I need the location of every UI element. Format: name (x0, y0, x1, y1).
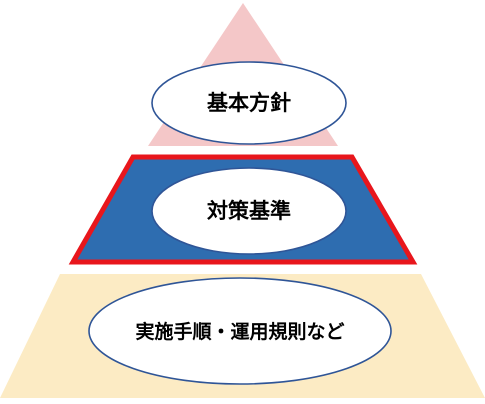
tier-top: 基本方針 (148, 3, 347, 146)
tier-top-label: 基本方針 (207, 91, 291, 115)
tier-middle-ellipse (151, 167, 347, 255)
tier-middle: 対策基準 (68, 154, 418, 265)
tier-middle-label: 対策基準 (207, 199, 291, 223)
tier-bottom-ellipse (88, 277, 392, 385)
tier-top-ellipse (151, 61, 347, 145)
tier-bottom-label: 実施手順・運用規則など (135, 320, 344, 343)
tier-bottom: 実施手順・運用規則など (0, 274, 485, 398)
